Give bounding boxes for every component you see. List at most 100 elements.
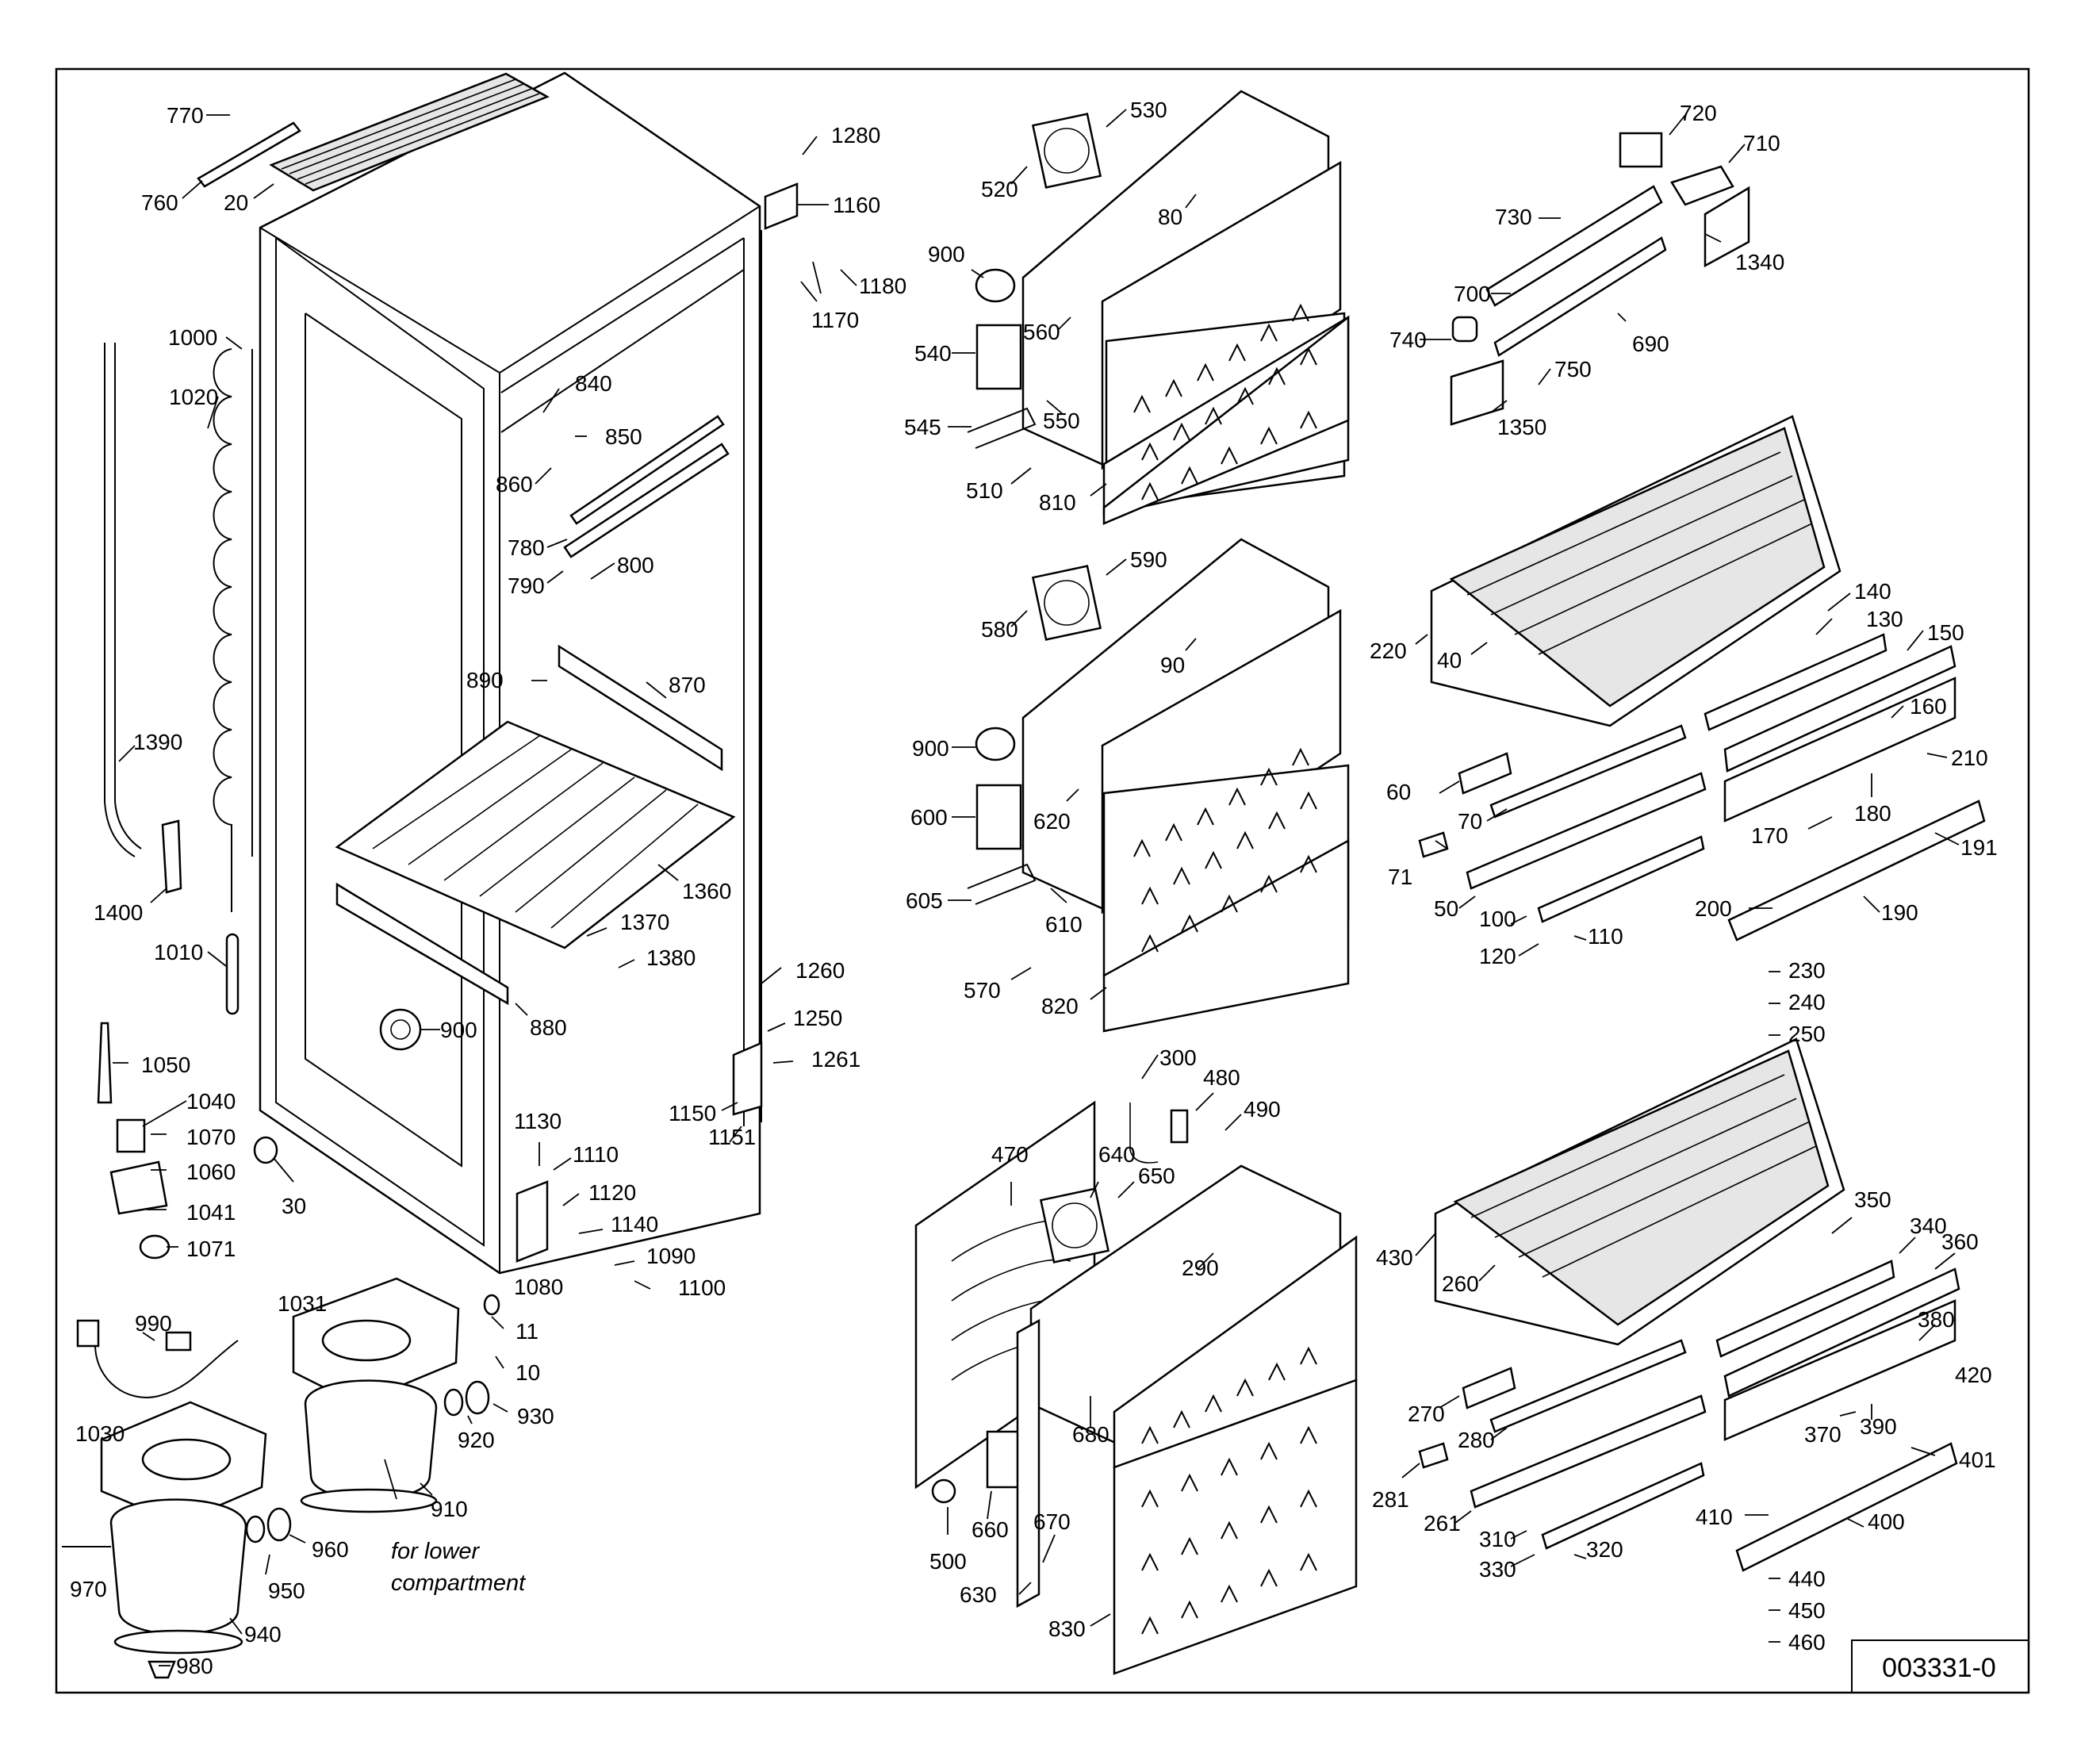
part-label: 1380	[646, 945, 696, 970]
part-label: 520	[981, 177, 1018, 201]
part-label: 1070	[186, 1125, 236, 1149]
perforation-pattern-middle	[1133, 747, 1317, 953]
part-label: 920	[458, 1428, 495, 1452]
part-label: 480	[1203, 1065, 1240, 1090]
part-label: 150	[1927, 620, 1964, 645]
perforation-pattern-upper	[1133, 303, 1317, 500]
cover-upper	[1418, 415, 1986, 941]
note-line-2: compartment	[391, 1570, 527, 1596]
part-label: 60	[1386, 780, 1411, 804]
part-label: 560	[1023, 320, 1060, 344]
part-label: 770	[167, 103, 204, 128]
part-label: 1090	[646, 1244, 696, 1268]
part-label: 1060	[186, 1160, 236, 1184]
part-label: 340	[1910, 1214, 1947, 1238]
part-label: 605	[906, 888, 943, 913]
part-label: 1020	[169, 385, 218, 409]
part-label: 760	[141, 190, 178, 215]
part-label: 780	[508, 535, 545, 560]
part-label: 120	[1479, 944, 1516, 968]
part-label: 1041	[186, 1200, 236, 1225]
part-label: 910	[431, 1497, 468, 1521]
part-label: 420	[1955, 1363, 1992, 1387]
part-label: 80	[1158, 205, 1182, 229]
part-label: 160	[1910, 694, 1947, 719]
perforation-pattern-lower	[1141, 1346, 1317, 1635]
part-label: 140	[1854, 579, 1891, 604]
part-label: 380	[1918, 1307, 1955, 1332]
part-label: 1071	[186, 1237, 236, 1261]
part-label: 1170	[811, 308, 859, 332]
part-label: 190	[1881, 900, 1918, 925]
part-labels: 770 760 20 1000 1020 1390 1400 1010 1050…	[70, 98, 1998, 1678]
part-label: 980	[176, 1654, 213, 1678]
fan-module-lower	[914, 1100, 1358, 1675]
part-label: 730	[1495, 205, 1532, 229]
part-label: 1360	[682, 879, 731, 903]
part-label: 1040	[186, 1089, 236, 1114]
part-label: 1390	[133, 730, 182, 754]
part-label: 960	[312, 1537, 349, 1562]
part-label: 890	[466, 668, 504, 692]
part-label: 250	[1788, 1022, 1826, 1046]
part-label: 50	[1434, 896, 1458, 921]
part-label: 220	[1370, 638, 1407, 663]
part-label: 740	[1389, 328, 1427, 352]
part-label: 30	[282, 1194, 306, 1218]
part-label: 710	[1743, 131, 1780, 155]
part-label: 900	[440, 1018, 477, 1042]
part-label: 70	[1458, 809, 1482, 834]
part-label: 270	[1408, 1402, 1445, 1426]
part-label: 1280	[831, 123, 880, 148]
part-label: 830	[1048, 1616, 1086, 1641]
part-label: 510	[966, 478, 1003, 503]
part-label: 950	[268, 1578, 305, 1603]
part-label: 1000	[168, 325, 217, 350]
part-label: 200	[1695, 896, 1732, 921]
part-label: 130	[1866, 607, 1903, 631]
part-label: 370	[1804, 1422, 1841, 1447]
part-label: 840	[575, 371, 612, 396]
part-label: 870	[669, 673, 706, 697]
part-label: 310	[1479, 1527, 1516, 1551]
part-label: 1100	[678, 1275, 726, 1300]
part-label: 300	[1159, 1045, 1197, 1070]
part-label: 650	[1138, 1164, 1175, 1188]
part-label: 240	[1788, 990, 1826, 1014]
part-label: 620	[1033, 809, 1071, 834]
part-label: 430	[1376, 1245, 1413, 1270]
part-label: 401	[1959, 1448, 1996, 1472]
part-label: 930	[517, 1404, 554, 1428]
part-label: 850	[605, 424, 642, 449]
part-label: 790	[508, 573, 545, 598]
part-label: 180	[1854, 801, 1891, 826]
part-label: 90	[1160, 653, 1185, 677]
part-label: 1180	[859, 274, 906, 298]
part-label: 550	[1043, 408, 1080, 433]
part-label: 1031	[278, 1291, 327, 1316]
part-label: 400	[1868, 1509, 1905, 1534]
part-label: 261	[1424, 1511, 1461, 1536]
part-label: 680	[1072, 1422, 1109, 1447]
part-label: 900	[912, 736, 949, 761]
fan-module-middle	[967, 538, 1350, 1033]
part-label: 290	[1182, 1256, 1219, 1280]
cabinet-assembly	[62, 71, 799, 1679]
part-label: 1150	[669, 1101, 716, 1126]
part-label: 720	[1680, 101, 1717, 125]
part-label: 1260	[795, 958, 845, 983]
part-label: 700	[1454, 282, 1491, 306]
part-label: 1340	[1735, 250, 1784, 274]
part-label: 1050	[141, 1053, 190, 1077]
part-label: 1080	[514, 1275, 563, 1299]
part-label: 690	[1632, 332, 1669, 356]
part-label: 880	[530, 1015, 567, 1040]
part-label: 750	[1554, 357, 1592, 382]
part-label: 1370	[620, 910, 669, 934]
part-label: 1151	[708, 1125, 756, 1149]
part-label: 10	[515, 1360, 540, 1385]
cover-lower	[1418, 1037, 1960, 1572]
part-label: 545	[904, 415, 941, 439]
part-label: 260	[1442, 1271, 1479, 1296]
